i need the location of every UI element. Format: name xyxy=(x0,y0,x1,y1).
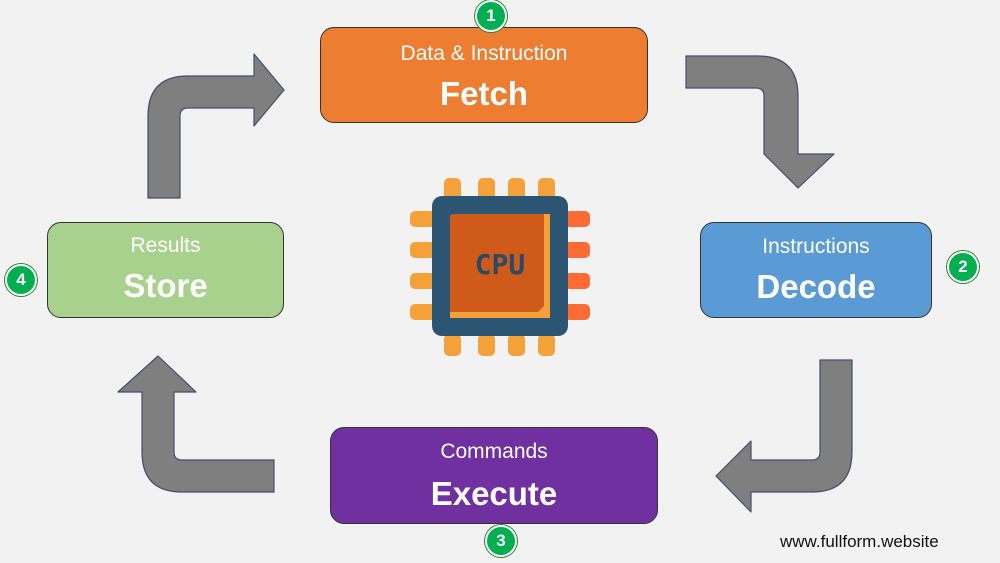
step-fetch-subtitle: Data & Instruction xyxy=(400,42,568,65)
step-fetch-title: Fetch xyxy=(439,75,528,112)
step-store-box: Results Store xyxy=(47,222,284,318)
step-execute-subtitle: Commands xyxy=(440,440,548,463)
arrow-store-to-fetch xyxy=(147,53,285,199)
step-number-badge-1: 1 xyxy=(475,0,507,32)
website-url: www.fullform.website xyxy=(780,532,939,551)
step-decode-subtitle: Instructions xyxy=(762,235,870,258)
arrow-execute-to-store xyxy=(117,355,275,493)
step-decode-box: Instructions Decode xyxy=(700,222,932,318)
cpu-label: CPU xyxy=(475,248,526,281)
step-store-title: Store xyxy=(123,267,208,304)
step-fetch-box: Data & Instruction Fetch xyxy=(320,27,648,123)
step-execute-title: Execute xyxy=(430,475,558,512)
step-number-badge-2: 2 xyxy=(947,251,979,283)
step-number-badge-4: 4 xyxy=(5,264,37,296)
step-execute-box: Commands Execute xyxy=(330,427,658,524)
arrow-fetch-to-decode xyxy=(685,55,835,189)
step-decode-title: Decode xyxy=(756,268,876,305)
arrow-decode-to-execute xyxy=(715,359,853,513)
step-store-subtitle: Results xyxy=(130,234,201,257)
cpu-chip-icon: CPU xyxy=(410,178,590,356)
step-number-badge-3: 3 xyxy=(485,525,517,557)
